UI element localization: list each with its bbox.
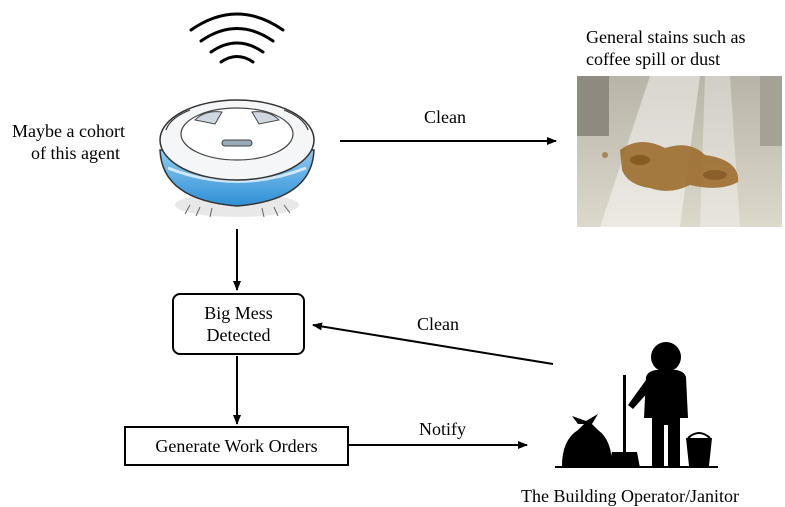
janitor-icon: [555, 342, 718, 468]
arrows: [233, 137, 557, 449]
notify-label: Notify: [419, 419, 466, 439]
stains-label: General stains such as coffee spill or d…: [586, 27, 746, 69]
clean-label-top: Clean: [424, 107, 466, 127]
coffee-spill-photo: [577, 76, 782, 227]
wifi-signal-icon: [189, 12, 285, 64]
janitor-label: The Building Operator/Janitor: [521, 486, 739, 506]
clean-label-mid: Clean: [417, 314, 459, 334]
big-mess-detected-box: Big Mess Detected: [172, 293, 305, 355]
agent-label: Maybe a cohort of this agent: [12, 121, 125, 163]
arrow-janitor-to-mess: [312, 322, 554, 365]
robot-vacuum-icon: [159, 99, 315, 218]
generate-work-orders-box: Generate Work Orders: [124, 426, 349, 466]
